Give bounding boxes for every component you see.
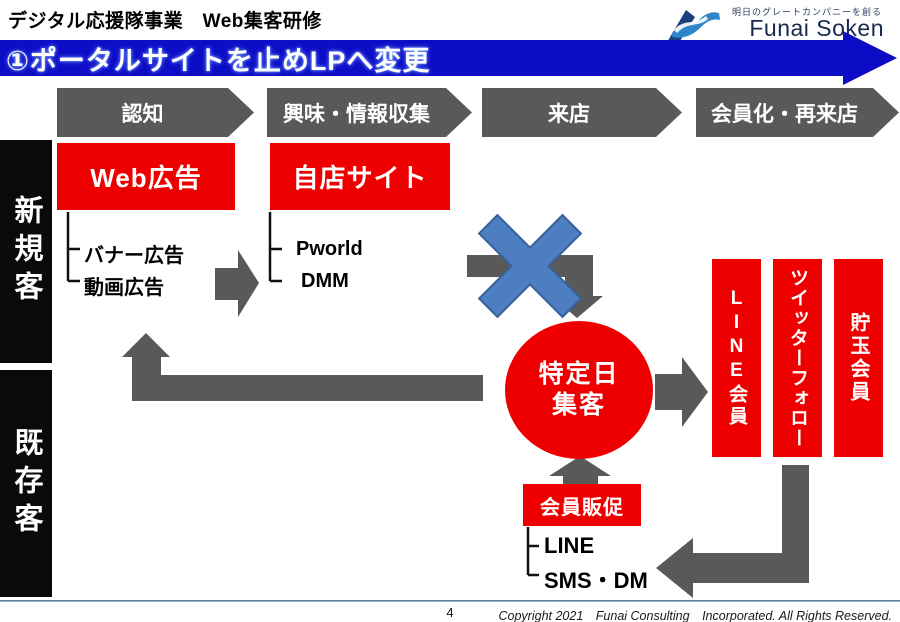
circle-label-line1: 特定日 [538,360,620,388]
own-site-item-dmm: DMM [301,270,349,292]
funnel-stage-membership: 会員化・再来店 [696,88,899,137]
page-number: 4 [446,605,454,620]
funnel-stage-label: 興味・情報収集 [283,102,430,126]
segment-existing-customer: 既存客 [0,370,52,597]
member-box-twitter: ツイッターフォロー [773,259,822,457]
promo-item-sms-dm: SMS・DM [544,568,648,593]
node-member-promo: 会員販促 [523,484,641,526]
member-box-line: LINE会員 [712,259,761,457]
logo-brand: Funai Soken [749,15,884,41]
arrow-elbow-down-icon [467,255,603,318]
logo-wave-icon [666,10,720,44]
segment-new-customer: 新規客 [0,140,52,363]
member-box-points: 貯玉会員 [834,259,883,457]
logo-tagline: 明日のグレートカンパニーを創る [731,7,882,17]
member-promo-bracket [526,527,539,577]
copyright-text: Copyright 2021 Funai Consulting Incorpor… [498,609,893,622]
funnel-stage-visit: 来店 [482,88,682,137]
funnel-stage-label: 来店 [548,102,590,126]
web-ad-item-movie: 動画広告 [84,277,164,299]
arrow-bent-down-left-icon [656,465,809,598]
arrow-up-promo-to-circle-icon [549,456,611,486]
funai-soken-logo: 明日のグレートカンパニーを創る Funai Soken [666,2,886,44]
node-own-site: 自店サイト [270,143,450,210]
node-web-ad: Web広告 [57,143,235,210]
web-ad-bracket [66,212,80,283]
footer-divider [0,600,900,602]
banner-title: ①ポータルサイトを止めLPへ変更 [6,45,431,76]
web-ad-item-banner: バナー広告 [84,245,184,267]
funnel-stage-interest: 興味・情報収集 [267,88,472,137]
own-site-bracket [268,212,282,283]
arrow-right-circle-to-members-icon [655,357,708,427]
arrow-bent-left-up-icon [122,333,483,401]
promo-item-line: LINE [544,533,595,558]
banner-arrow [0,31,897,85]
circle-label-line2: 集客 [551,391,606,419]
own-site-item-pworld: Pworld [296,238,363,260]
page-title: デジタル応援隊事業 Web集客研修 [8,11,322,32]
funnel-stage-label: 会員化・再来店 [711,102,858,126]
funnel-stage-awareness: 認知 [57,88,254,137]
arrow-right-ads-to-site-icon [215,250,259,317]
node-specific-day-circle: 特定日 集客 [505,321,653,459]
funnel-stage-label: 認知 [121,102,164,126]
